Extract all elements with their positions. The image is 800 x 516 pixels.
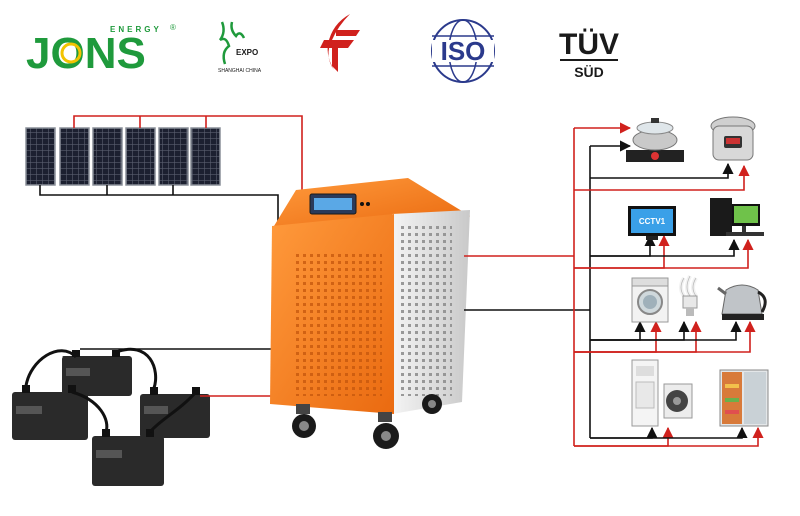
tv-screen-text: CCTV1 — [639, 217, 666, 226]
solar-panel — [158, 127, 189, 186]
brand-logo-subtext: ENERGY — [110, 25, 162, 34]
panel-negative-wire — [39, 185, 279, 232]
tuv-logo: TÜV SÜD — [559, 28, 619, 80]
brand-logo-mark: ® — [170, 23, 176, 32]
ccc-logo — [320, 14, 360, 72]
inverter-unit — [270, 178, 470, 449]
brand-logo-sun — [60, 42, 82, 64]
expo-logo-figure-2 — [230, 21, 246, 39]
expo-logo-subtext: SHANGHAI CHINA — [218, 68, 262, 74]
iso-logo-text: ISO — [441, 36, 486, 66]
washing-machine-icon — [631, 277, 669, 323]
ccc-logo-mark — [327, 14, 350, 70]
ccc-logo-mark-2 — [320, 40, 354, 72]
solar-panel — [25, 127, 56, 186]
solar-panel — [190, 127, 221, 186]
expo-logo-text: EXPO — [236, 48, 258, 57]
solar-panel — [125, 127, 156, 186]
solar-panel — [59, 127, 90, 186]
brand-logo-text: JONS — [26, 29, 146, 78]
ccc-logo-mark-3 — [336, 30, 360, 36]
refrigerator-icon — [719, 369, 769, 427]
expo-logo-figure — [218, 21, 231, 65]
tv-icon: CCTV1 — [628, 206, 676, 240]
electric-kettle-icon — [717, 284, 767, 320]
inverter-wheels — [292, 394, 442, 449]
battery — [12, 385, 88, 440]
electric-pressure-cooker-icon — [710, 116, 756, 161]
ac-output-wiring — [464, 122, 764, 447]
desktop-computer-icon — [710, 198, 764, 236]
panel-positive-wire — [73, 115, 303, 190]
tuv-logo-subtext: SÜD — [574, 64, 604, 80]
battery — [140, 387, 210, 438]
air-conditioner-icon — [631, 359, 693, 427]
iso-logo: ISO — [431, 19, 495, 83]
battery-wiring — [80, 348, 272, 397]
inverter-lcd-screen — [314, 198, 352, 210]
battery-bank — [12, 347, 210, 486]
energy-saving-bulb-icon — [679, 275, 698, 316]
expo-logo: EXPO SHANGHAI CHINA — [218, 21, 262, 74]
tuv-logo-text: TÜV — [559, 28, 619, 61]
brand-logo: JONS ENERGY ® — [26, 23, 176, 78]
battery — [92, 429, 164, 486]
solar-panel-array — [25, 127, 221, 186]
solar-panel — [92, 127, 123, 186]
battery — [62, 350, 132, 396]
inverter-front-vent — [292, 250, 382, 396]
inverter-side-vent — [400, 226, 452, 396]
panel-wiring — [39, 115, 303, 232]
rice-cooker-icon — [626, 118, 684, 162]
